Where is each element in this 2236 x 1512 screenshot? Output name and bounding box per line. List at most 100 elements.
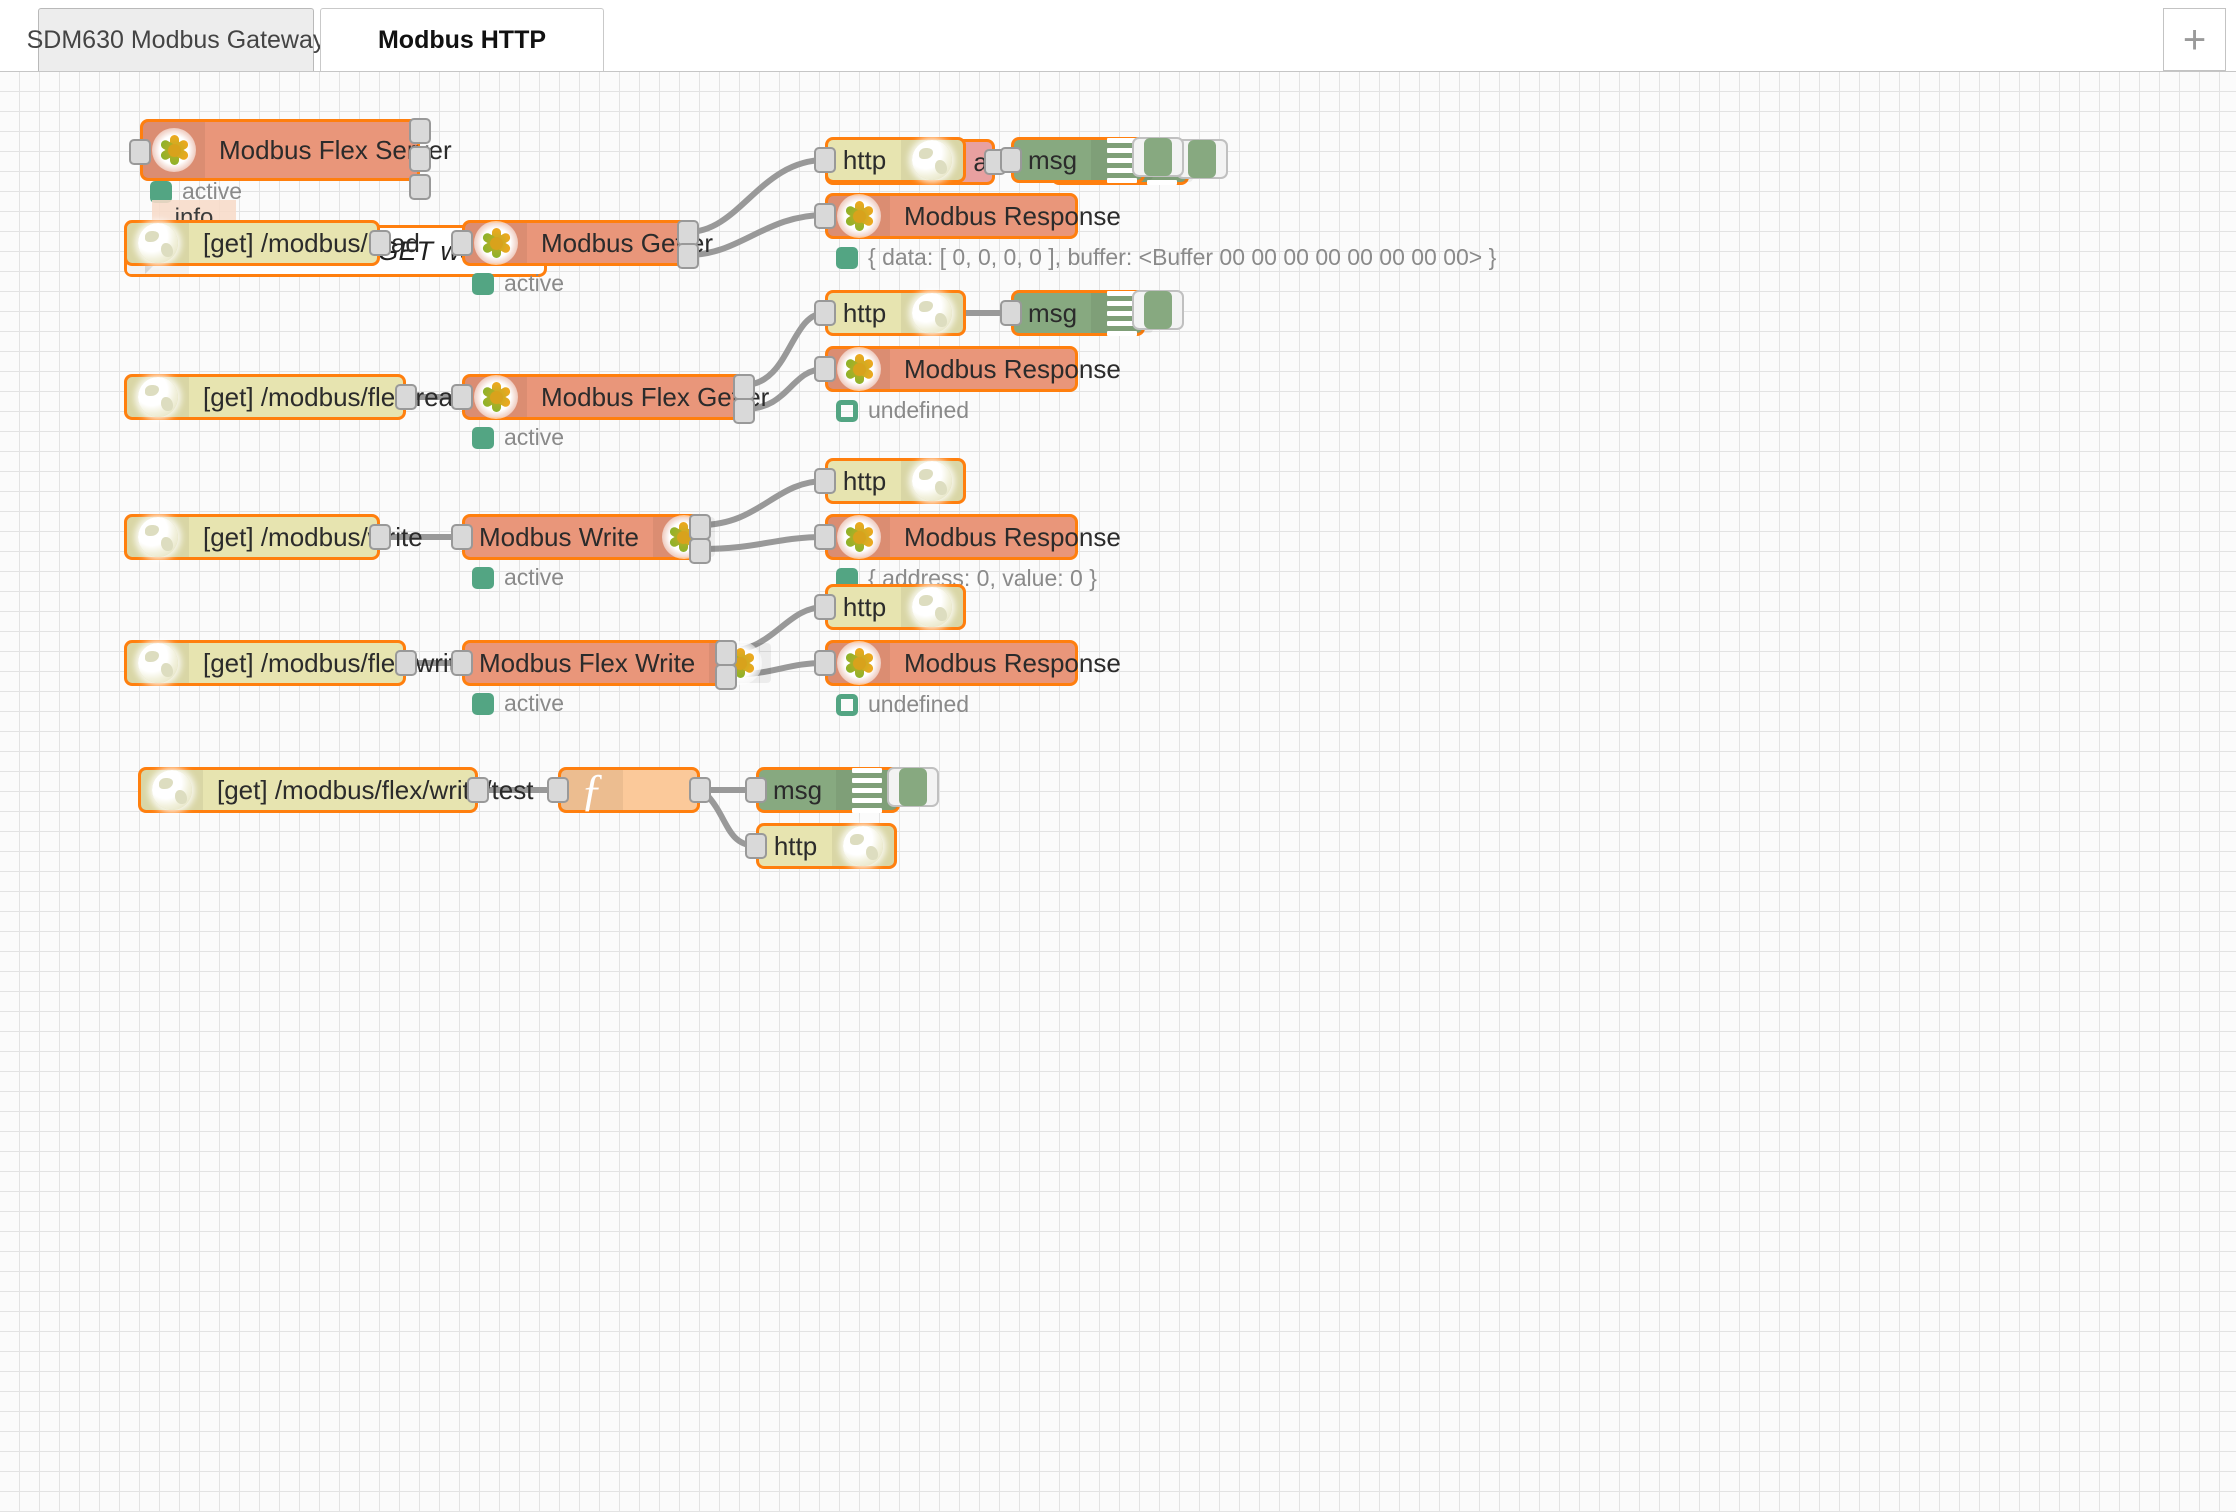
node-label: Modbus Response xyxy=(904,647,1121,678)
green-ring-icon xyxy=(836,693,858,716)
input-port[interactable] xyxy=(547,777,569,803)
globe-icon xyxy=(127,643,189,683)
node-http-in-modbus-flex-write[interactable]: [get] /modbus/flex/write xyxy=(124,640,470,686)
output-port-2[interactable] xyxy=(715,664,737,690)
node-debug-1[interactable]: msg xyxy=(1000,137,1184,183)
node-modbus-flex-server[interactable]: Modbus Flex Server xyxy=(129,118,452,200)
modbus-icon xyxy=(828,194,890,238)
status-text: active xyxy=(504,564,565,590)
node-modbus-response-3[interactable]: Modbus Response xyxy=(814,514,1121,560)
input-port[interactable] xyxy=(451,384,473,410)
input-port[interactable] xyxy=(129,139,151,165)
status-modbus-flex-server: active xyxy=(150,178,242,205)
globe-icon xyxy=(901,293,963,333)
node-http-in-modbus-flex-write-test[interactable]: [get] /modbus/flex/write/test xyxy=(138,767,533,813)
tab-label: Modbus HTTP xyxy=(377,25,547,54)
node-http-in-modbus-flex-read[interactable]: [get] /modbus/flex/read xyxy=(124,374,467,420)
status-modbus-response-4: undefined xyxy=(836,691,969,718)
node-http-response-2[interactable]: http xyxy=(814,290,966,336)
output-port-1[interactable] xyxy=(715,640,737,666)
status-modbus-flex-write: active xyxy=(472,690,564,717)
node-label: Modbus Flex Write xyxy=(479,647,696,678)
status-modbus-response-2: undefined xyxy=(836,397,969,424)
output-port-1[interactable] xyxy=(409,118,431,144)
node-modbus-response-1[interactable]: Modbus Response xyxy=(814,193,1121,239)
input-port[interactable] xyxy=(814,147,836,173)
green-square-icon xyxy=(472,426,494,449)
input-port[interactable] xyxy=(814,468,836,494)
input-port[interactable] xyxy=(814,300,836,326)
node-debug-3[interactable]: msg xyxy=(745,767,939,813)
node-http-in-modbus-read[interactable]: [get] /modbus/read xyxy=(124,220,420,266)
tab-modbus-http[interactable]: Modbus HTTP xyxy=(320,8,604,71)
output-port[interactable] xyxy=(395,650,417,676)
plus-icon: + xyxy=(2182,17,2207,62)
output-port-3[interactable] xyxy=(409,174,431,200)
green-square-icon xyxy=(472,566,494,589)
node-modbus-getter[interactable]: Modbus Getter xyxy=(451,220,713,269)
status-text: { data: [ 0, 0, 0, 0 ], buffer: <Buffer … xyxy=(868,244,1497,270)
node-label: msg xyxy=(1028,144,1078,175)
output-port-1[interactable] xyxy=(689,514,711,540)
input-port[interactable] xyxy=(745,777,767,803)
output-port-2[interactable] xyxy=(677,243,699,269)
node-label: msg xyxy=(1028,297,1078,328)
green-square-icon xyxy=(472,692,494,715)
input-port[interactable] xyxy=(451,524,473,550)
output-port-1[interactable] xyxy=(733,374,755,400)
status-modbus-response-1: { data: [ 0, 0, 0, 0 ], buffer: <Buffer … xyxy=(836,244,1496,271)
output-port[interactable] xyxy=(395,384,417,410)
green-square-icon xyxy=(150,180,172,203)
input-port[interactable] xyxy=(814,356,836,382)
debug-toggle-button[interactable] xyxy=(1132,137,1184,177)
input-port[interactable] xyxy=(814,650,836,676)
tab-sdm630-modbus-gateway[interactable]: SDM630 Modbus Gateway xyxy=(27,8,325,71)
globe-icon xyxy=(127,223,189,263)
node-http-response-1[interactable]: http xyxy=(814,137,966,183)
input-port[interactable] xyxy=(745,833,767,859)
node-label: Modbus Flex Getter xyxy=(541,381,770,412)
modbus-icon xyxy=(143,122,205,178)
modbus-icon xyxy=(465,375,527,419)
node-http-response-4[interactable]: http xyxy=(814,584,966,630)
node-http-response-3[interactable]: http xyxy=(814,458,966,504)
node-modbus-response-4[interactable]: Modbus Response xyxy=(814,640,1121,686)
input-port[interactable] xyxy=(814,524,836,550)
green-ring-icon xyxy=(836,399,858,422)
green-square-icon xyxy=(836,246,858,269)
node-modbus-response-2[interactable]: Modbus Response xyxy=(814,346,1121,392)
output-port[interactable] xyxy=(467,777,489,803)
status-text: active xyxy=(504,424,565,450)
flow-canvas[interactable]: Modbus Flex Server active info HTTP requ… xyxy=(0,72,2236,1512)
node-function[interactable]: ƒ xyxy=(547,767,711,813)
debug-toggle-button[interactable] xyxy=(1176,139,1228,179)
add-tab-button[interactable]: + xyxy=(2163,8,2226,71)
input-port[interactable] xyxy=(451,230,473,256)
flow-tab-bar: SDM630 Modbus Gateway Modbus HTTP + xyxy=(0,0,2236,72)
modbus-icon xyxy=(828,347,890,391)
output-port-2[interactable] xyxy=(689,538,711,564)
input-port[interactable] xyxy=(814,203,836,229)
node-modbus-flex-getter[interactable]: Modbus Flex Getter xyxy=(451,374,769,424)
input-port[interactable] xyxy=(451,650,473,676)
output-port[interactable] xyxy=(369,230,391,256)
node-http-in-modbus-write[interactable]: [get] /modbus/write xyxy=(124,514,423,560)
output-port[interactable] xyxy=(369,524,391,550)
output-port-2[interactable] xyxy=(733,398,755,424)
output-port[interactable] xyxy=(689,777,711,803)
status-text: active xyxy=(504,270,565,296)
node-modbus-flex-write[interactable]: Modbus Flex Write xyxy=(451,640,772,690)
input-port[interactable] xyxy=(1000,300,1022,326)
node-modbus-write[interactable]: Modbus Write xyxy=(451,514,715,564)
green-square-icon xyxy=(472,272,494,295)
status-modbus-write: active xyxy=(472,564,564,591)
status-text: active xyxy=(182,178,243,204)
input-port[interactable] xyxy=(1000,147,1022,173)
debug-toggle-button[interactable] xyxy=(887,767,939,807)
output-port-2[interactable] xyxy=(409,146,431,172)
input-port[interactable] xyxy=(814,594,836,620)
node-http-response-5[interactable]: http xyxy=(745,823,897,869)
globe-icon xyxy=(832,826,894,866)
debug-toggle-button[interactable] xyxy=(1132,290,1184,330)
node-debug-2[interactable]: msg xyxy=(1000,290,1184,336)
